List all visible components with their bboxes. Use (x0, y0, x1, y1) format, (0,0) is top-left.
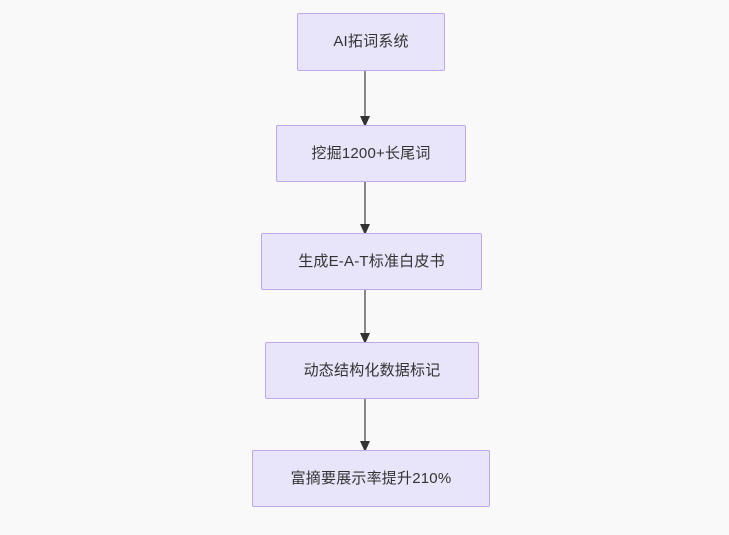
flow-node-mine-longtail-keywords[interactable]: 挖掘1200+长尾词 (276, 125, 466, 182)
edge-n3-n4 (357, 290, 373, 344)
edge-n4-n5 (357, 399, 373, 452)
edge-n1-n2 (357, 71, 373, 127)
flow-node-generate-eat-whitepaper[interactable]: 生成E-A-T标准白皮书 (261, 233, 482, 290)
flow-node-ai-keyword-system[interactable]: AI拓词系统 (297, 13, 445, 71)
flow-node-label: AI拓词系统 (333, 33, 409, 50)
flow-node-dynamic-structured-data-markup[interactable]: 动态结构化数据标记 (265, 342, 479, 399)
flow-node-label: 挖掘1200+长尾词 (311, 144, 431, 162)
edge-n2-n3 (357, 182, 373, 235)
flow-node-label: 动态结构化数据标记 (303, 361, 441, 379)
flow-node-label: 富摘要展示率提升210% (290, 469, 452, 487)
flow-node-rich-snippet-impression-lift[interactable]: 富摘要展示率提升210% (252, 450, 490, 507)
flow-node-label: 生成E-A-T标准白皮书 (298, 252, 445, 270)
